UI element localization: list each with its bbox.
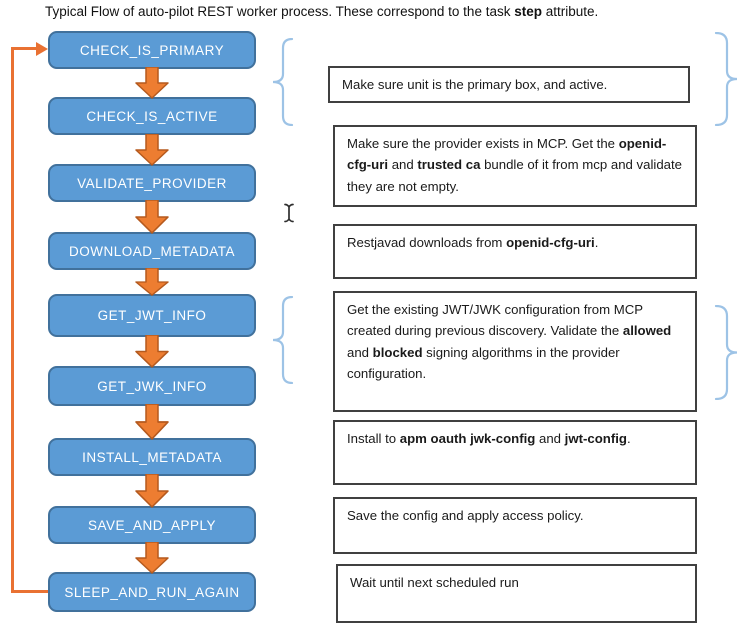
flow-arrow-down-icon [135, 474, 169, 508]
loop-arrowhead-icon [36, 42, 48, 56]
flow-step-check-is-active: CHECK_IS_ACTIVE [48, 97, 256, 135]
note-check-primary-active: Make sure unit is the primary box, and a… [328, 66, 690, 103]
flow-arrow-down-icon [135, 134, 169, 166]
flow-step-validate-provider: VALIDATE_PROVIDER [48, 164, 256, 202]
flow-step-label: GET_JWT_INFO [97, 308, 207, 323]
left-curly-brace-icon [272, 38, 294, 126]
right-curly-brace-icon [714, 32, 738, 126]
note-save-and-apply: Save the config and apply access policy. [333, 497, 697, 554]
flow-step-label: VALIDATE_PROVIDER [77, 175, 227, 191]
right-curly-brace-icon [714, 305, 738, 400]
flow-step-label: CHECK_IS_PRIMARY [79, 42, 225, 58]
note-validate-provider: Make sure the provider exists in MCP. Ge… [333, 125, 697, 207]
flow-step-get-jwt-info: GET_JWT_INFO [48, 294, 256, 337]
text-cursor-icon [284, 203, 294, 223]
flow-step-save-and-apply: SAVE_AND_APPLY [48, 506, 256, 544]
loop-arrow-top-line [11, 47, 38, 50]
flow-arrow-down-icon [135, 404, 169, 440]
flow-arrow-down-icon [135, 542, 169, 574]
flow-arrow-down-icon [135, 268, 169, 296]
flow-step-download-metadata: DOWNLOAD_METADATA [48, 232, 256, 270]
note-download-metadata: Restjavad downloads from openid-cfg-uri. [333, 224, 697, 279]
flow-step-label: INSTALL_METADATA [82, 449, 222, 465]
page-title: Typical Flow of auto-pilot REST worker p… [45, 4, 599, 19]
loop-arrow-bottom-line [11, 590, 49, 593]
flow-arrow-down-icon [135, 335, 169, 368]
flow-step-label: DOWNLOAD_METADATA [68, 243, 235, 259]
note-install-metadata: Install to apm oauth jwk-config and jwt-… [333, 420, 697, 485]
flow-step-label: CHECK_IS_ACTIVE [86, 108, 218, 124]
left-curly-brace-icon [272, 296, 294, 384]
flow-step-sleep-and-run-again: SLEEP_AND_RUN_AGAIN [48, 572, 256, 612]
loop-arrow-vertical-line [11, 47, 14, 592]
flow-arrow-down-icon [135, 67, 169, 99]
flow-step-check-is-primary: CHECK_IS_PRIMARY [48, 31, 256, 69]
note-sleep-and-run-again: Wait until next scheduled run [336, 564, 697, 623]
flow-step-label: SLEEP_AND_RUN_AGAIN [64, 584, 240, 600]
flow-step-label: GET_JWK_INFO [97, 378, 207, 394]
flow-step-get-jwk-info: GET_JWK_INFO [48, 366, 256, 406]
flow-arrow-down-icon [135, 200, 169, 234]
flow-step-install-metadata: INSTALL_METADATA [48, 438, 256, 476]
note-get-jwt-jwk-info: Get the existing JWT/JWK configuration f… [333, 291, 697, 412]
flow-step-label: SAVE_AND_APPLY [87, 517, 217, 533]
